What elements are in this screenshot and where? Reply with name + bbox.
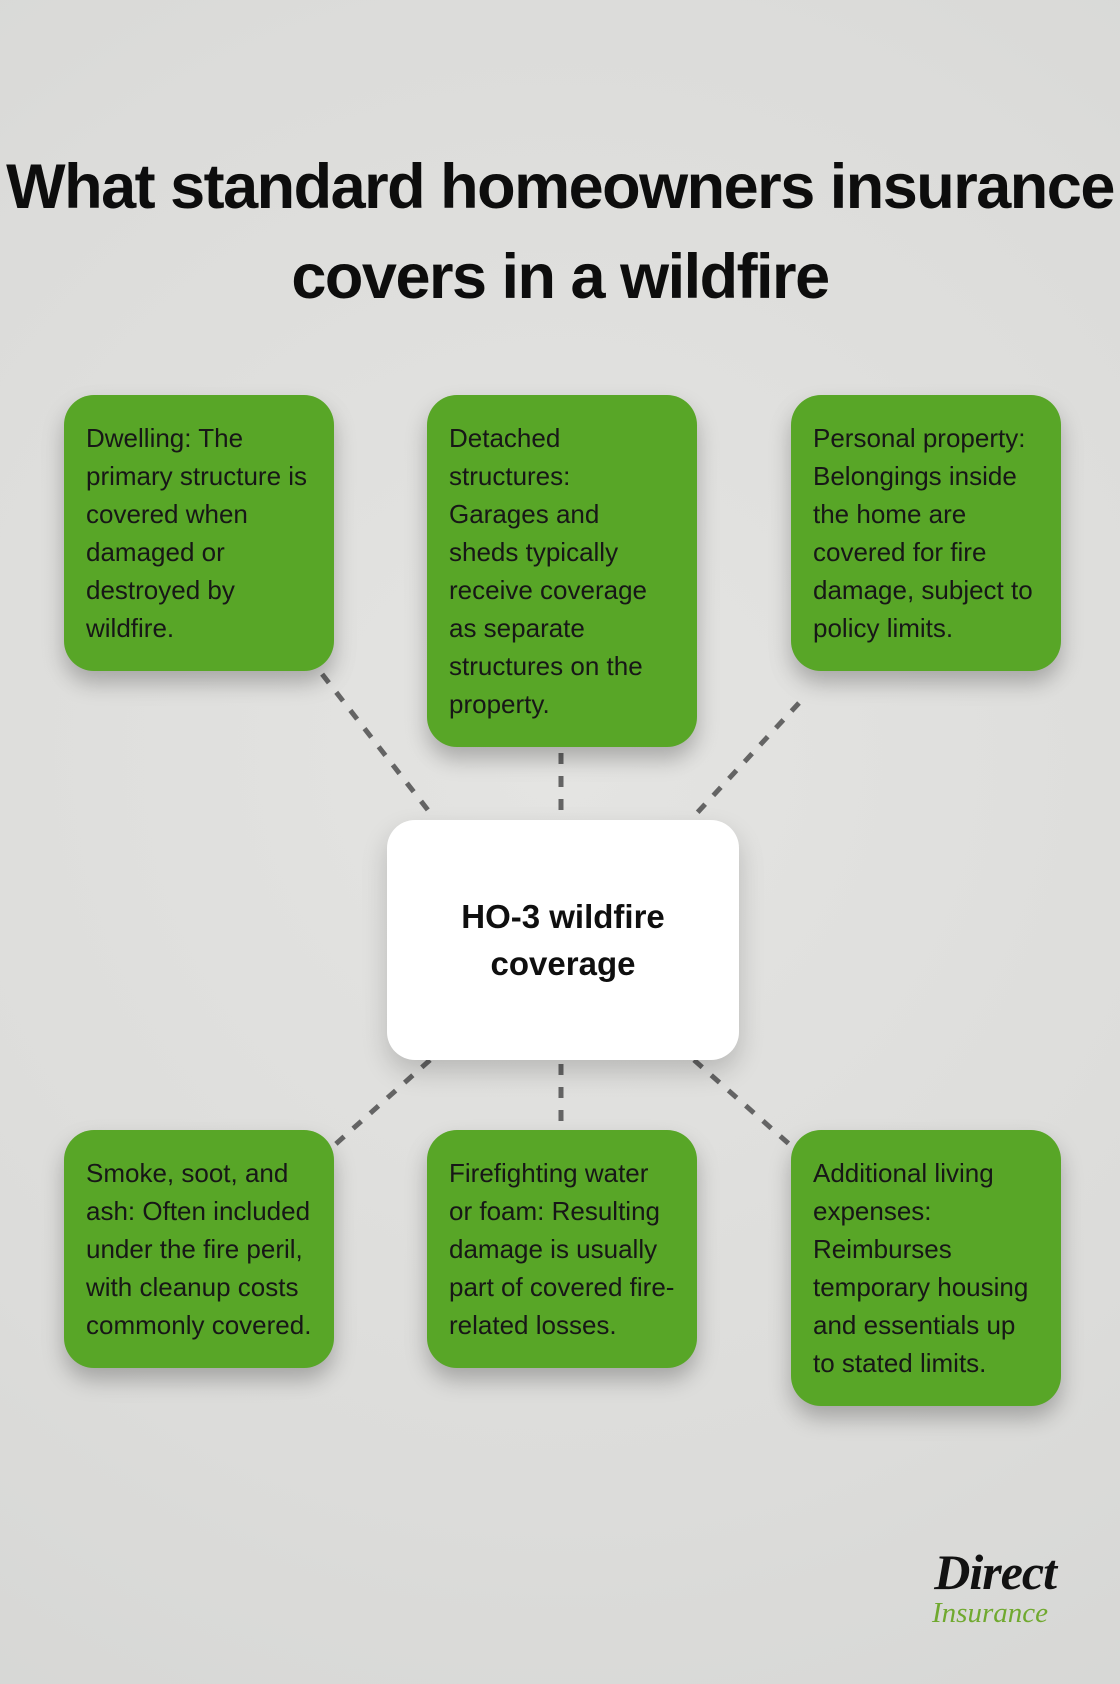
node-additional-living-expenses-text: Additional living expenses: Reimburses t… [813,1158,1029,1378]
node-detached-structures: Detached structures: Garages and sheds t… [427,395,697,747]
node-personal-property-text: Personal property: Belongings inside the… [813,423,1033,643]
center-node-ho3-coverage: HO-3 wildfire coverage [387,820,739,1060]
node-firefighting-water-text: Firefighting water or foam: Resulting da… [449,1158,675,1340]
node-personal-property: Personal property: Belongings inside the… [791,395,1061,671]
node-firefighting-water: Firefighting water or foam: Resulting da… [427,1130,697,1368]
node-detached-structures-text: Detached structures: Garages and sheds t… [449,423,647,719]
brand-logo: Direct Insurance [932,1544,1057,1629]
page-title: What standard homeowners insurance cover… [6,152,1115,313]
connector-smoke-line [327,1058,432,1152]
node-additional-living-expenses: Additional living expenses: Reimburses t… [791,1130,1061,1406]
node-dwelling: Dwelling: The primary structure is cover… [64,395,334,671]
connector-ale-line [692,1058,799,1153]
brand-logo-primary-wordmark: Direct [934,1544,1057,1600]
brand-logo-secondary-wordmark: Insurance [932,1597,1048,1629]
node-smoke-soot-ash: Smoke, soot, and ash: Often included und… [64,1130,334,1368]
node-smoke-soot-ash-text: Smoke, soot, and ash: Often included und… [86,1158,312,1340]
connector-personal-line [695,701,801,815]
center-node-label: HO-3 wildfire coverage [461,898,665,982]
node-dwelling-text: Dwelling: The primary structure is cover… [86,423,308,643]
connector-dwelling-line [306,654,433,816]
